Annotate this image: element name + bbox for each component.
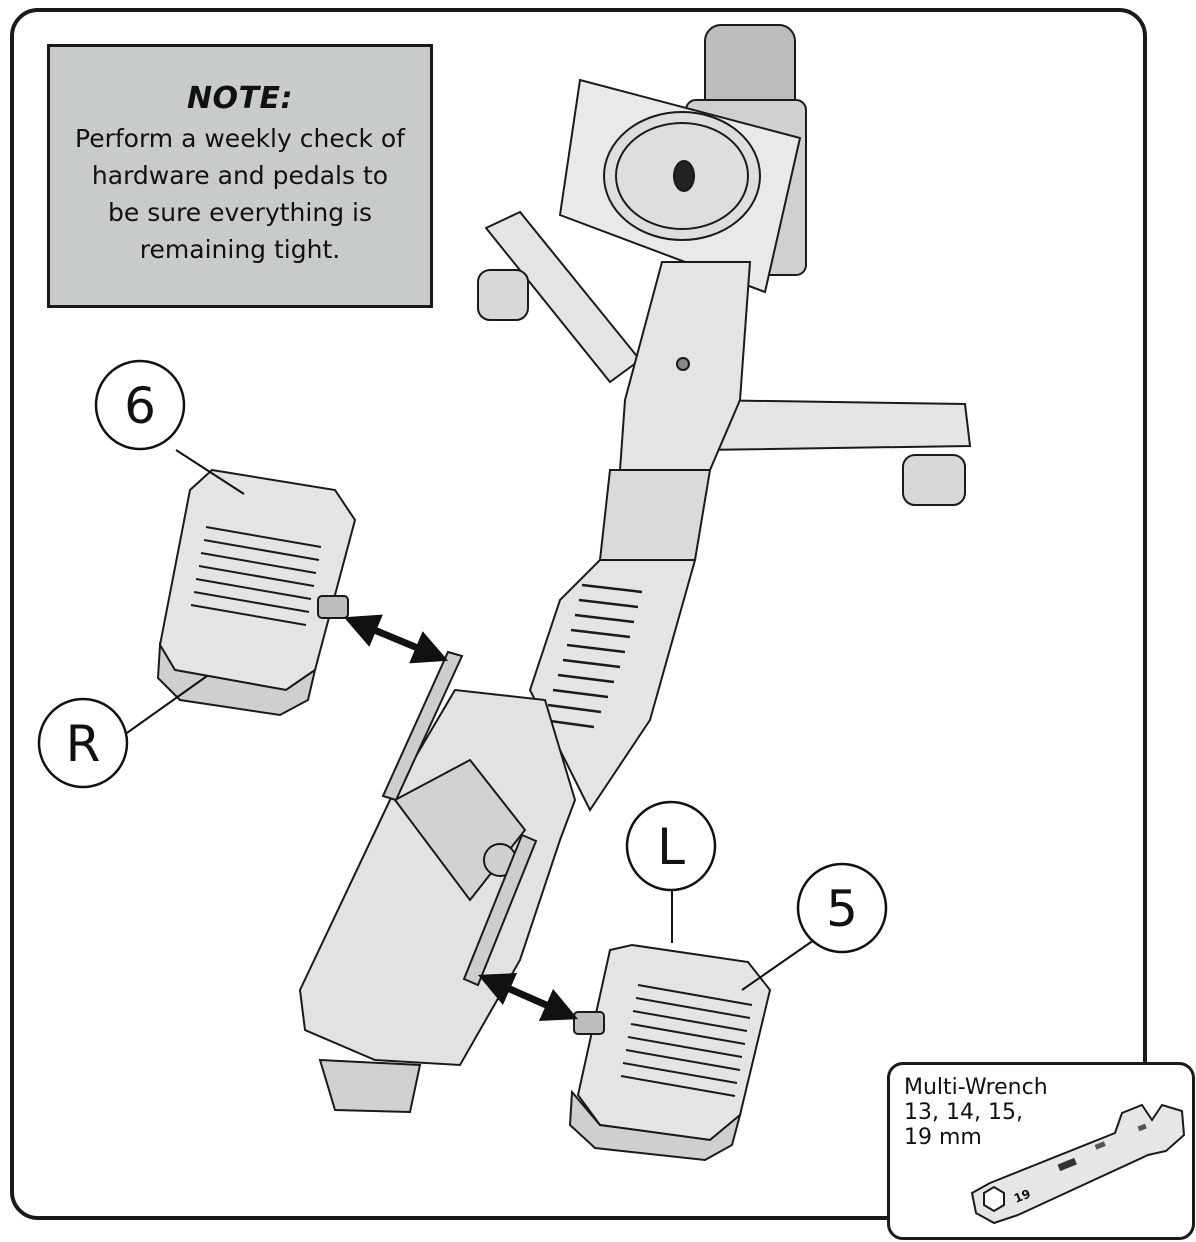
callout-5: 5 (796, 862, 888, 954)
callout-l: L (625, 800, 717, 892)
callout-6: 6 (94, 359, 186, 451)
leader-line-r (123, 675, 208, 736)
callout-6-label: 6 (124, 377, 156, 435)
callout-l-label: L (657, 818, 685, 876)
leader-line-5 (741, 939, 815, 991)
note-body: Perform a weekly check of hardware and p… (75, 124, 405, 264)
tool-sizes-line2: 19 mm (904, 1125, 982, 1150)
main-frame (528, 261, 752, 812)
multi-wrench-icon: 19 (970, 1103, 1186, 1225)
rear-stabilizer (477, 210, 972, 506)
note-title: NOTE: (186, 81, 294, 116)
leader-line-6 (175, 449, 245, 495)
left-pedal-install-arrow (477, 973, 579, 1021)
seat-post (558, 24, 807, 294)
crank-arms (381, 650, 538, 987)
crank-housing (298, 688, 577, 1114)
right-pedal-install-arrow (343, 614, 449, 664)
left-pedal (568, 943, 772, 1162)
tool-box: Multi-Wrench 13, 14, 15, 19 mm 19 (887, 1062, 1195, 1240)
callout-r: R (37, 697, 129, 789)
note-box: NOTE: Perform a weekly check of hardware… (47, 44, 433, 308)
tool-name: Multi-Wrench (904, 1075, 1048, 1100)
tool-sizes-line1: 13, 14, 15, (904, 1100, 1023, 1125)
callout-r-label: R (66, 715, 101, 773)
wrench-engraving: 19 (1012, 1187, 1033, 1206)
callout-5-label: 5 (826, 880, 858, 938)
right-pedal (156, 468, 357, 717)
